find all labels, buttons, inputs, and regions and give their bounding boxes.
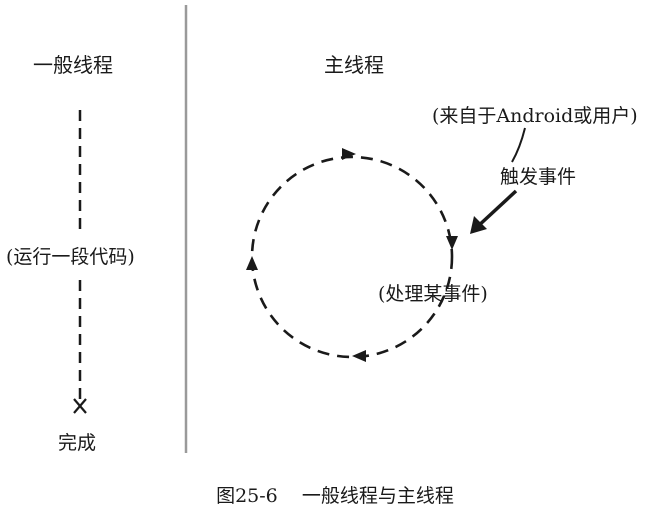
figure-caption: 图25-6 一般线程与主线程 [216,485,454,507]
handle-event-label: (处理某事件) [378,283,488,305]
general-thread-title: 一般线程 [33,53,113,77]
source-connector [511,127,526,163]
main-thread-title: 主线程 [324,53,384,77]
loop-arrow-bottom [352,350,366,362]
loop-arrow-top [342,148,356,160]
event-source-label: (来自于Android或用户) [432,105,638,127]
loop-arrow-right [446,236,458,250]
trigger-arrow-shaft [474,189,518,230]
completed-label: 完成 [58,432,97,454]
trigger-event-label: 触发事件 [500,166,577,188]
running-code-label: (运行一段代码) [6,246,135,268]
loop-arrow-left [246,256,258,270]
trigger-arrow-head [470,216,487,234]
end-x-mark [73,398,87,414]
event-loop-circle [250,155,454,359]
